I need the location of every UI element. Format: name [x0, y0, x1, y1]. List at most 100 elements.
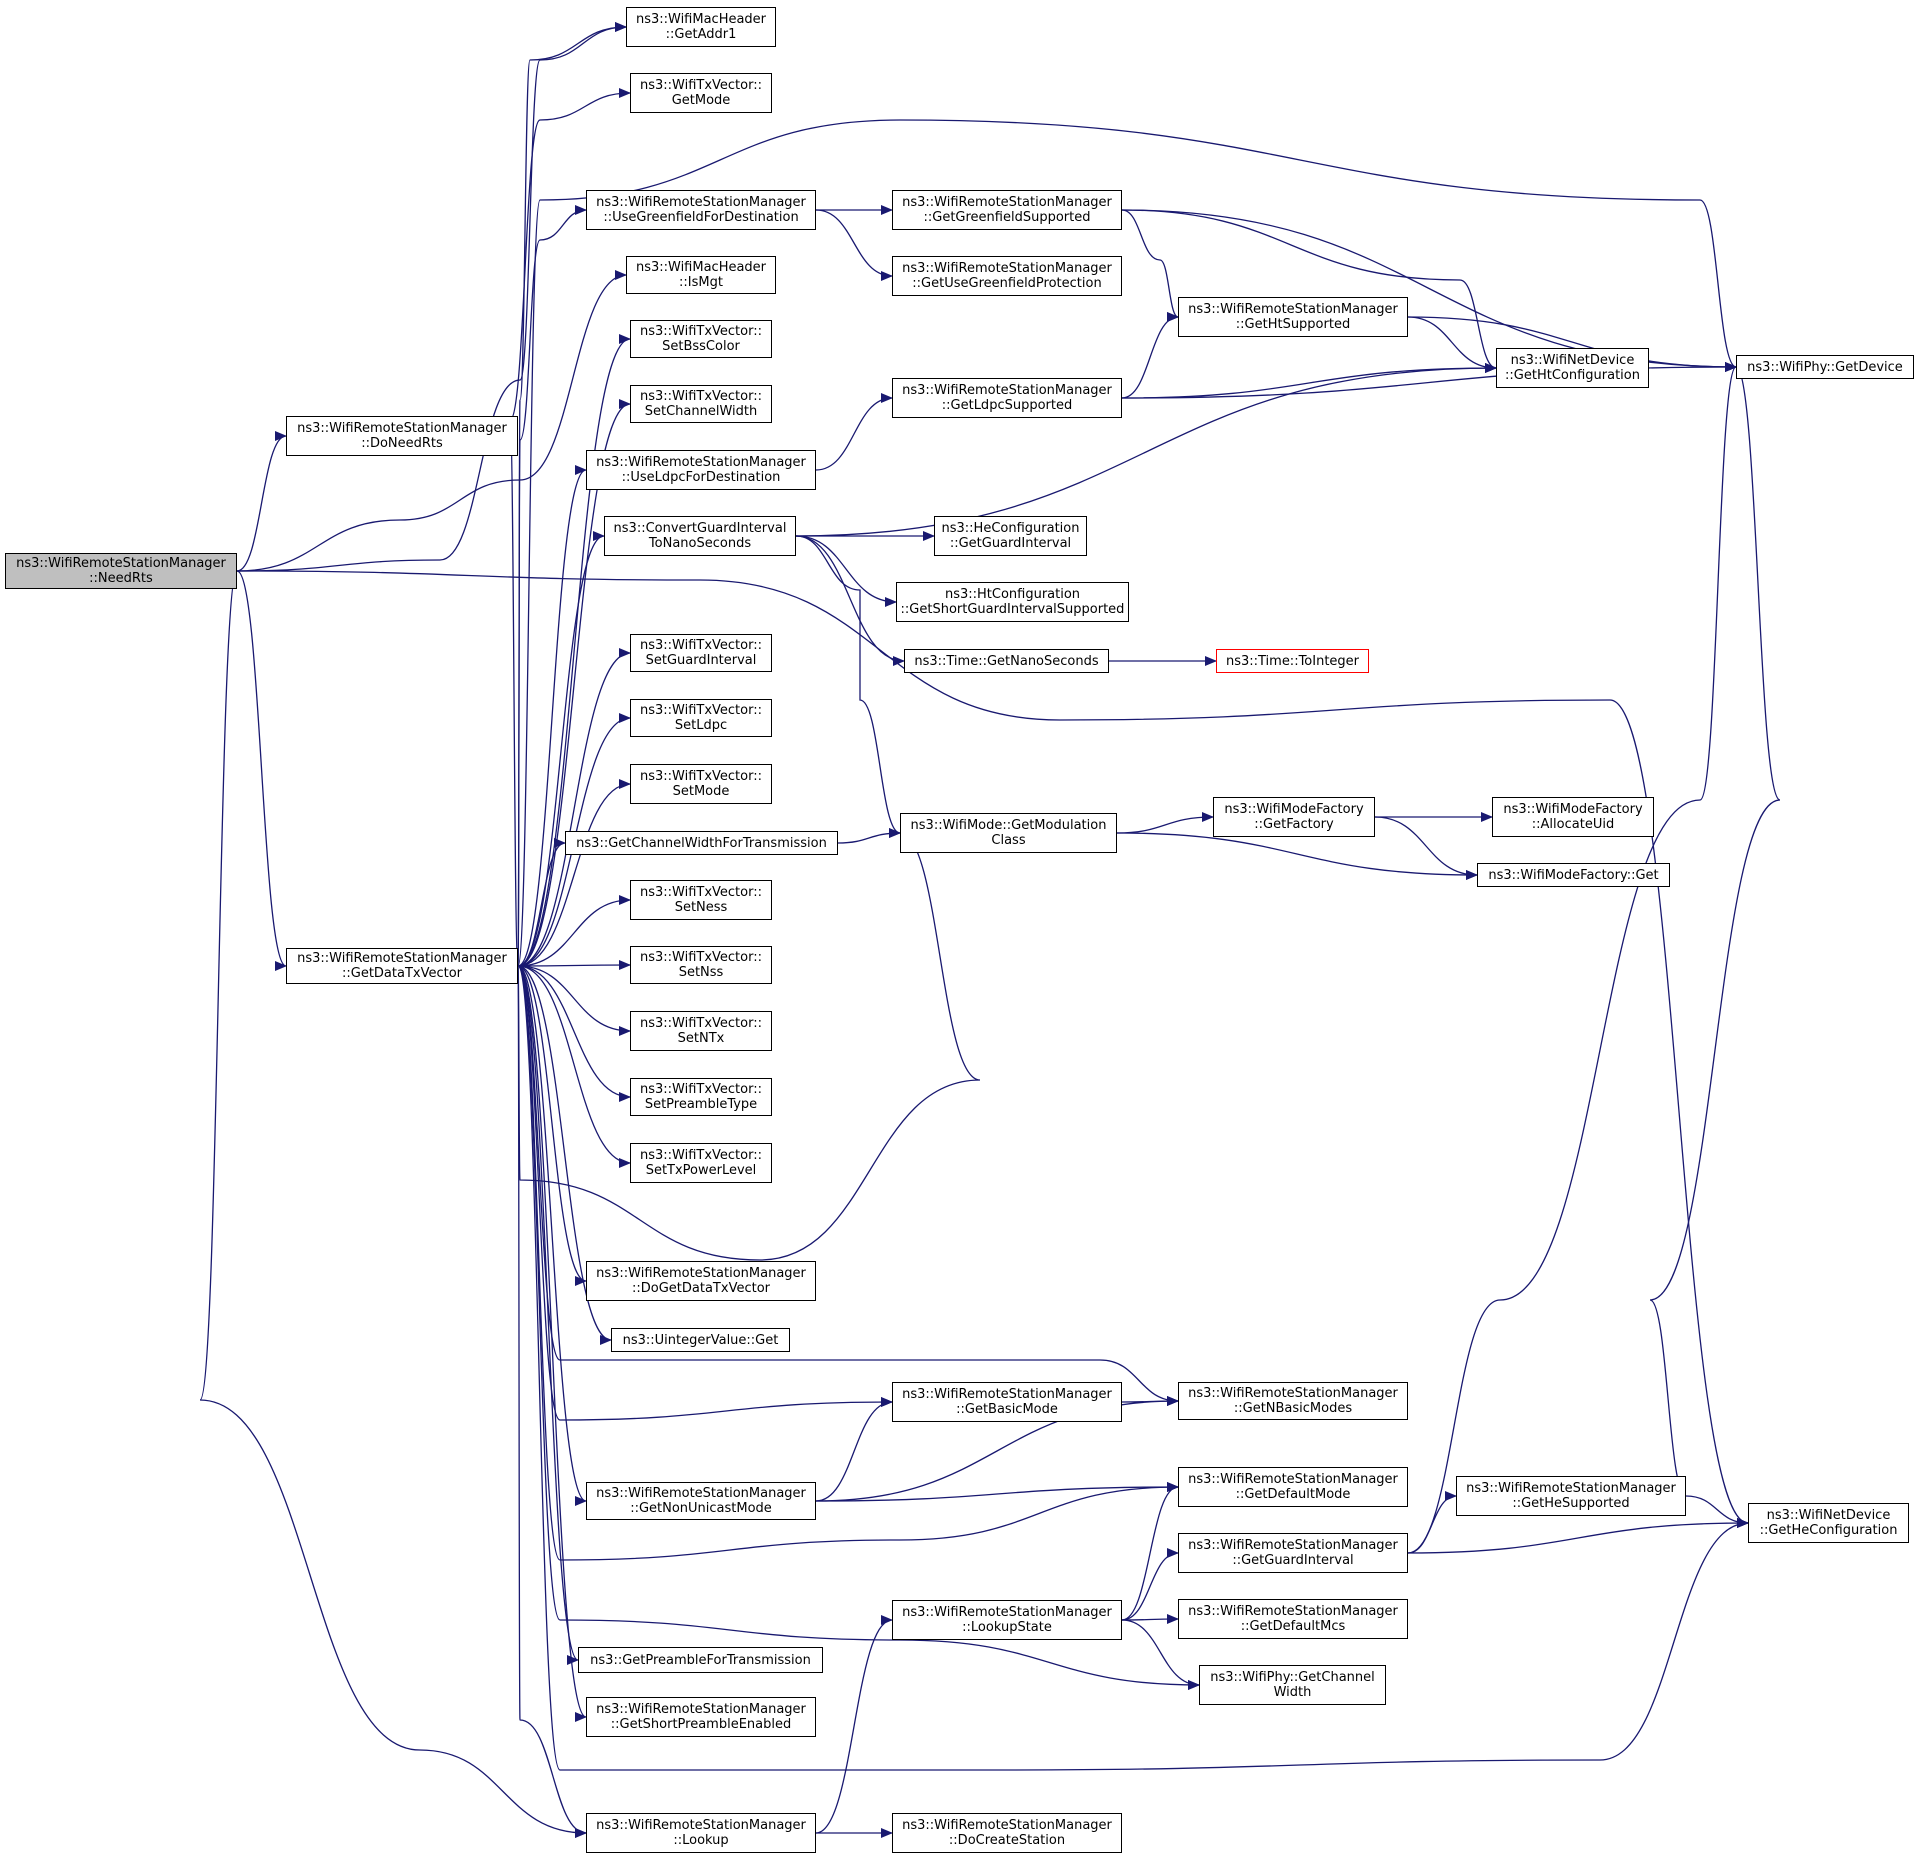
edge-getldpcsupported-to-gethtconfig — [1121, 363, 1497, 399]
node-getusegreenfieldprot[interactable]: ns3::WifiRemoteStationManager::GetUseGre… — [892, 256, 1122, 296]
edge-convertgi-to-getmodclass — [795, 535, 901, 838]
node-setmode[interactable]: ns3::WifiTxVector::SetMode — [630, 764, 772, 804]
node-gethtsupported[interactable]: ns3::WifiRemoteStationManager::GetHtSupp… — [1178, 297, 1408, 337]
node-getldpcsupported[interactable]: ns3::WifiRemoteStationManager::GetLdpcSu… — [892, 378, 1122, 418]
node-label-line: ::AllocateUid — [1531, 817, 1615, 832]
edge-useldpc-to-getldpcsupported — [815, 393, 893, 471]
node-label-line: ::GetUseGreenfieldProtection — [912, 276, 1102, 291]
node-needrts[interactable]: ns3::WifiRemoteStationManager::NeedRts — [5, 553, 237, 589]
edge-getdatatxvector-to-getpreamblefortx — [517, 965, 579, 1665]
node-label-line: ns3::HeConfiguration — [941, 521, 1080, 536]
edge-getguardinterval-to-phy_getdevice — [1407, 362, 1737, 1554]
node-setness[interactable]: ns3::WifiTxVector::SetNess — [630, 880, 772, 920]
edge-needrts-to-getaddr1 — [236, 22, 627, 572]
node-ismgt[interactable]: ns3::WifiMacHeader::IsMgt — [626, 256, 776, 294]
node-label-line: ::GetDefaultMcs — [1240, 1619, 1346, 1634]
node-getshortpreamble[interactable]: ns3::WifiRemoteStationManager::GetShortP… — [586, 1697, 816, 1737]
node-label-line: ::GetShortGuardIntervalSupported — [900, 602, 1125, 617]
node-getdatatxvector[interactable]: ns3::WifiRemoteStationManager::GetDataTx… — [286, 948, 518, 984]
node-setbsscolor[interactable]: ns3::WifiTxVector::SetBssColor — [630, 320, 772, 358]
node-label-line: ns3::WifiRemoteStationManager — [902, 195, 1112, 210]
node-label-line: ::GetFactory — [1254, 817, 1334, 832]
node-uintegerget[interactable]: ns3::UintegerValue::Get — [611, 1328, 790, 1352]
edge-getdatatxvector-to-dogetdatatxvector — [517, 965, 587, 1286]
node-getaddr1[interactable]: ns3::WifiMacHeader::GetAddr1 — [626, 7, 776, 47]
node-time_getns[interactable]: ns3::Time::GetNanoSeconds — [904, 649, 1109, 673]
node-setnss[interactable]: ns3::WifiTxVector::SetNss — [630, 946, 772, 984]
node-settxpowerlevel[interactable]: ns3::WifiTxVector::SetTxPowerLevel — [630, 1143, 772, 1183]
node-setpreambletype[interactable]: ns3::WifiTxVector::SetPreambleType — [630, 1078, 772, 1116]
edge-getmodclass-to-getfactory — [1116, 812, 1214, 834]
edge-lookupstate-to-phy_getchwidth — [1121, 1619, 1200, 1690]
node-label-line: ns3::WifiRemoteStationManager — [16, 556, 226, 571]
node-lookup[interactable]: ns3::WifiRemoteStationManager::Lookup — [586, 1813, 816, 1853]
node-hecfg_getgi[interactable]: ns3::HeConfiguration::GetGuardInterval — [934, 516, 1087, 556]
node-label-line: ns3::WifiTxVector:: — [639, 703, 762, 718]
node-gethtconfig[interactable]: ns3::WifiNetDevice::GetHtConfiguration — [1496, 348, 1649, 388]
node-getnonunicastmode[interactable]: ns3::WifiRemoteStationManager::GetNonUni… — [586, 1482, 816, 1520]
edge-needrts-to-ismgt — [236, 270, 627, 572]
node-getpreamblefortx[interactable]: ns3::GetPreambleForTransmission — [578, 1647, 823, 1673]
edge-getdatatxvector-to-getmode — [509, 88, 631, 967]
node-getdefaultmode[interactable]: ns3::WifiRemoteStationManager::GetDefaul… — [1178, 1467, 1408, 1507]
node-label-line: ns3::WifiTxVector:: — [639, 1148, 762, 1163]
edge-getdatatxvector-to-setchannelwidth — [517, 399, 631, 967]
node-phy_getdevice[interactable]: ns3::WifiPhy::GetDevice — [1736, 355, 1914, 379]
edge-lookupstate-to-getguardinterval — [1121, 1548, 1179, 1621]
edge-getdatatxvector-to-setbsscolor — [517, 334, 631, 967]
node-label-line: SetPreambleType — [644, 1097, 758, 1112]
node-getguardinterval[interactable]: ns3::WifiRemoteStationManager::GetGuardI… — [1178, 1533, 1408, 1573]
node-label-line: ToNanoSeconds — [648, 536, 752, 551]
node-getchwidthtx[interactable]: ns3::GetChannelWidthForTransmission — [565, 831, 838, 855]
node-gethecfg[interactable]: ns3::WifiNetDevice::GetHeConfiguration — [1748, 1503, 1909, 1543]
node-label-line: ::GetBasicMode — [956, 1402, 1058, 1417]
node-setntx[interactable]: ns3::WifiTxVector::SetNTx — [630, 1011, 772, 1051]
node-getdefaultmcs[interactable]: ns3::WifiRemoteStationManager::GetDefaul… — [1178, 1599, 1408, 1639]
edge-getdatatxvector-to-phy_getchwidth — [517, 965, 1200, 1690]
edge-gethtsupported-to-phy_getdevice — [1407, 316, 1737, 372]
node-htcfg_getsgi[interactable]: ns3::HtConfiguration::GetShortGuardInter… — [896, 582, 1129, 622]
edge-lookup-to-lookupstate — [815, 1615, 893, 1834]
node-setldpc[interactable]: ns3::WifiTxVector::SetLdpc — [630, 699, 772, 737]
node-setchannelwidth[interactable]: ns3::WifiTxVector::SetChannelWidth — [630, 385, 772, 423]
node-label-line: ns3::WifiMacHeader — [635, 12, 767, 27]
node-label-line: ::UseLdpcForDestination — [621, 470, 781, 485]
node-getfactory[interactable]: ns3::WifiModeFactory::GetFactory — [1213, 797, 1375, 837]
node-docreatestation[interactable]: ns3::WifiRemoteStationManager::DoCreateS… — [892, 1813, 1122, 1853]
node-label-line: ns3::WifiMacHeader — [635, 260, 767, 275]
node-allocateuid[interactable]: ns3::WifiModeFactory::AllocateUid — [1492, 797, 1654, 837]
node-doneedrts[interactable]: ns3::WifiRemoteStationManager::DoNeedRts — [286, 416, 518, 456]
node-label-line: SetNss — [678, 965, 724, 980]
node-label-line: ns3::GetChannelWidthForTransmission — [576, 835, 827, 851]
node-label-line: ns3::WifiTxVector:: — [639, 885, 762, 900]
node-label-line: ::UseGreenfieldForDestination — [603, 210, 799, 225]
node-usegreenfield[interactable]: ns3::WifiRemoteStationManager::UseGreenf… — [586, 190, 816, 230]
node-factoryget[interactable]: ns3::WifiModeFactory::Get — [1477, 863, 1670, 887]
node-getgreenfieldsupported[interactable]: ns3::WifiRemoteStationManager::GetGreenf… — [892, 190, 1122, 230]
node-label-line: ::GetGuardInterval — [949, 536, 1072, 551]
node-getbasicmode[interactable]: ns3::WifiRemoteStationManager::GetBasicM… — [892, 1382, 1122, 1422]
node-label-line: ns3::WifiRemoteStationManager — [902, 1387, 1112, 1402]
node-getnbasicmodes[interactable]: ns3::WifiRemoteStationManager::GetNBasic… — [1178, 1382, 1408, 1420]
node-label-line: ns3::WifiNetDevice — [1766, 1508, 1891, 1523]
edge-getnonunicastmode-to-getbasicmode — [815, 1397, 893, 1502]
node-getmode[interactable]: ns3::WifiTxVector::GetMode — [630, 73, 772, 113]
edge-getldpcsupported-to-gethtsupported — [1121, 312, 1179, 399]
edge-needrts-to-lookup — [199, 570, 587, 1838]
edge-convertgi-to-htcfg_getsgi — [795, 535, 897, 607]
node-label-line: ::GetHtConfiguration — [1505, 368, 1640, 383]
node-lookupstate[interactable]: ns3::WifiRemoteStationManager::LookupSta… — [892, 1600, 1122, 1640]
node-label-line: ns3::WifiTxVector:: — [639, 638, 762, 653]
node-gethesupported[interactable]: ns3::WifiRemoteStationManager::GetHeSupp… — [1456, 1476, 1686, 1516]
node-label-line: ::GetNonUnicastMode — [630, 1501, 772, 1516]
node-useldpc[interactable]: ns3::WifiRemoteStationManager::UseLdpcFo… — [586, 450, 816, 490]
node-time_tointeger[interactable]: ns3::Time::ToInteger — [1216, 649, 1369, 673]
node-label-line: ns3::GetPreambleForTransmission — [590, 1652, 811, 1668]
node-label-line: ns3::WifiRemoteStationManager — [1188, 1604, 1398, 1619]
node-dogetdatatxvector[interactable]: ns3::WifiRemoteStationManager::DoGetData… — [586, 1261, 816, 1301]
node-setguardinterval[interactable]: ns3::WifiTxVector::SetGuardInterval — [630, 634, 772, 672]
edge-getdatatxvector-to-usegreenfield — [517, 205, 587, 967]
